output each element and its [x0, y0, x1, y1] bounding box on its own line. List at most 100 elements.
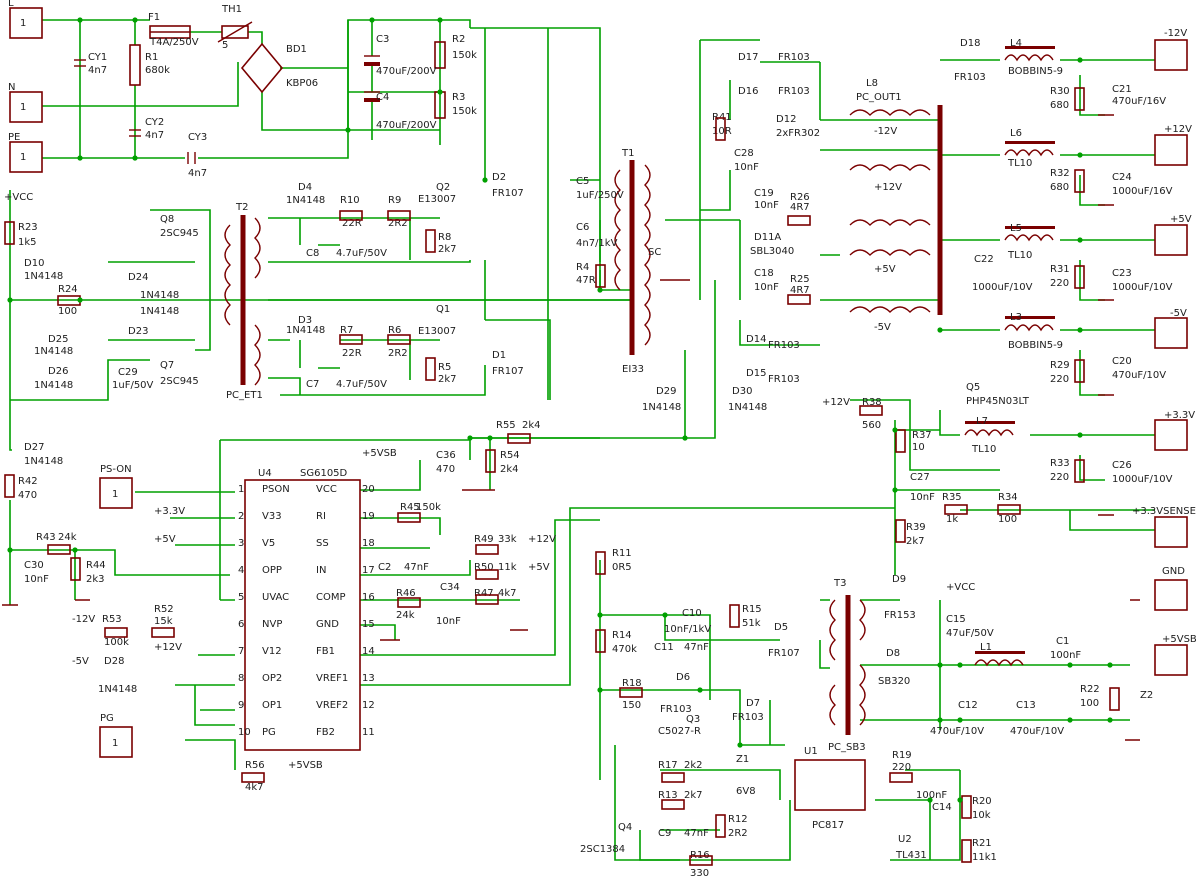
- label-u2: U2: [898, 834, 912, 845]
- value-u1: PC817: [812, 820, 844, 831]
- value-d8: SB320: [878, 676, 910, 687]
- value-r25: 4R7: [790, 285, 810, 296]
- label-conn-p5: +5V: [1170, 214, 1192, 225]
- value-d24: 1N4148: [140, 290, 179, 301]
- value-d29: 1N4148: [642, 402, 681, 413]
- value-d5: FR107: [768, 648, 800, 659]
- label-d11a: D11A: [754, 232, 781, 243]
- label-c12: C12: [958, 700, 978, 711]
- label-c18: C18: [754, 268, 774, 279]
- label-c4: C4: [376, 92, 389, 103]
- value-c10: 10nF/1kV: [664, 624, 711, 635]
- grounds: [2, 114, 1140, 741]
- wires: [9, 19, 1155, 861]
- label-r11: R11: [612, 548, 632, 559]
- label-r21: R21: [972, 838, 992, 849]
- label-p5: +5V: [154, 534, 176, 545]
- u4-pin-name-right: VREF2: [316, 700, 348, 711]
- input-stage: [74, 21, 446, 164]
- junction-dot: [1077, 432, 1083, 438]
- junction-dot: [437, 89, 443, 95]
- value-r17: 2k2: [684, 760, 703, 771]
- value-r32: 680: [1050, 182, 1069, 193]
- value-r43: 24k: [58, 532, 77, 543]
- label-r47: R47: [474, 588, 494, 599]
- value-c14: 100nF: [916, 790, 947, 801]
- label-t3: T3: [833, 578, 846, 589]
- label-p12: +12V: [154, 642, 182, 653]
- value-bd1: KBP06: [286, 78, 318, 89]
- label-c9: C9: [658, 828, 671, 839]
- junction-dot: [937, 662, 943, 668]
- label-d18: D18: [960, 38, 980, 49]
- resistor-r1: [129, 44, 141, 86]
- value-z1: 6V8: [736, 786, 756, 797]
- value-r38: 560: [862, 420, 881, 431]
- junction-dot: [957, 797, 963, 803]
- value-r35: 1k: [946, 514, 958, 525]
- pin-label: 1: [20, 152, 26, 163]
- label-r31: R31: [1050, 264, 1070, 275]
- label-d23: D23: [128, 326, 148, 337]
- label-c19: C19: [754, 188, 774, 199]
- value-cy2: 4n7: [145, 130, 164, 141]
- label-l: L: [8, 0, 14, 9]
- value-r3: 150k: [452, 106, 477, 117]
- label-c14: C14: [932, 802, 952, 813]
- junction-dot: [77, 297, 83, 303]
- value-d9: FR153: [884, 610, 916, 621]
- label-r43: R43: [36, 532, 56, 543]
- value-d26: 1N4148: [34, 380, 73, 391]
- value-r55: 2k4: [522, 420, 541, 431]
- label-q8: Q8: [160, 214, 174, 225]
- label-r29: R29: [1050, 360, 1070, 371]
- value-r45: 150k: [416, 502, 441, 513]
- label-c15: C15: [946, 614, 966, 625]
- value-u4: SG6105D: [300, 468, 348, 479]
- label-r18: R18: [622, 678, 642, 689]
- junction-dot: [682, 435, 688, 441]
- conn-l: [9, 7, 43, 39]
- value-r31: 220: [1050, 278, 1069, 289]
- conn-pg: [99, 726, 133, 758]
- u4-pin-number-left: 8: [238, 673, 244, 684]
- ic-u4: [244, 479, 361, 751]
- label-5vsb: +5VSB: [288, 760, 323, 771]
- label-conn-33s: +3.3VSENSE: [1132, 506, 1196, 517]
- label-r17: R17: [658, 760, 678, 771]
- value-d16: FR103: [778, 86, 810, 97]
- winding-p12: +12V: [874, 182, 902, 193]
- junction-dot: [437, 17, 443, 23]
- u4-pin-name-left: OPP: [262, 565, 282, 576]
- label-r10: R10: [340, 195, 360, 206]
- label-d2: D2: [492, 172, 506, 183]
- label-f1: F1: [148, 12, 160, 23]
- label-q5: Q5: [966, 382, 980, 393]
- value-r22: 100: [1080, 698, 1099, 709]
- value-c15: 47uF/50V: [946, 628, 994, 639]
- u4-pin-name-right: FB1: [316, 646, 335, 657]
- value-r29: 220: [1050, 374, 1069, 385]
- junction-dot: [7, 297, 13, 303]
- label-d27: D27: [24, 442, 44, 453]
- label-p12: +12V: [528, 534, 556, 545]
- value-c13: 470uF/10V: [1010, 726, 1064, 737]
- value-c9: 47nF: [684, 828, 709, 839]
- value-t3: PC_SB3: [828, 742, 866, 753]
- u4-pin-number-right: 11: [362, 727, 375, 738]
- value-t1: EI33: [622, 364, 644, 375]
- label-l4: L4: [1010, 38, 1022, 49]
- u4-pin-name-left: V5: [262, 538, 275, 549]
- value-c28: 10nF: [734, 162, 759, 173]
- label-t1: T1: [621, 148, 634, 159]
- label-t2: T2: [235, 202, 248, 213]
- label-r19: R19: [892, 750, 912, 761]
- value-c30: 10nF: [24, 574, 49, 585]
- u4-pin-number-right: 17: [362, 565, 375, 576]
- label-p5: +5V: [528, 562, 550, 573]
- junction-dot: [597, 687, 603, 693]
- junction-dot: [1077, 152, 1083, 158]
- label-conn-m5: -5V: [1170, 308, 1187, 319]
